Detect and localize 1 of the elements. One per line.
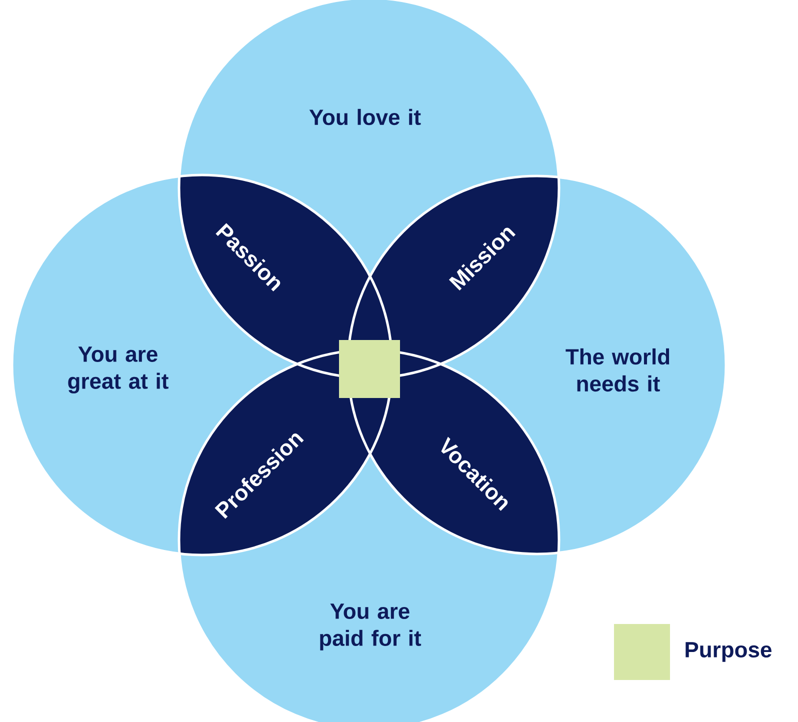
legend-label: Purpose <box>686 642 772 662</box>
